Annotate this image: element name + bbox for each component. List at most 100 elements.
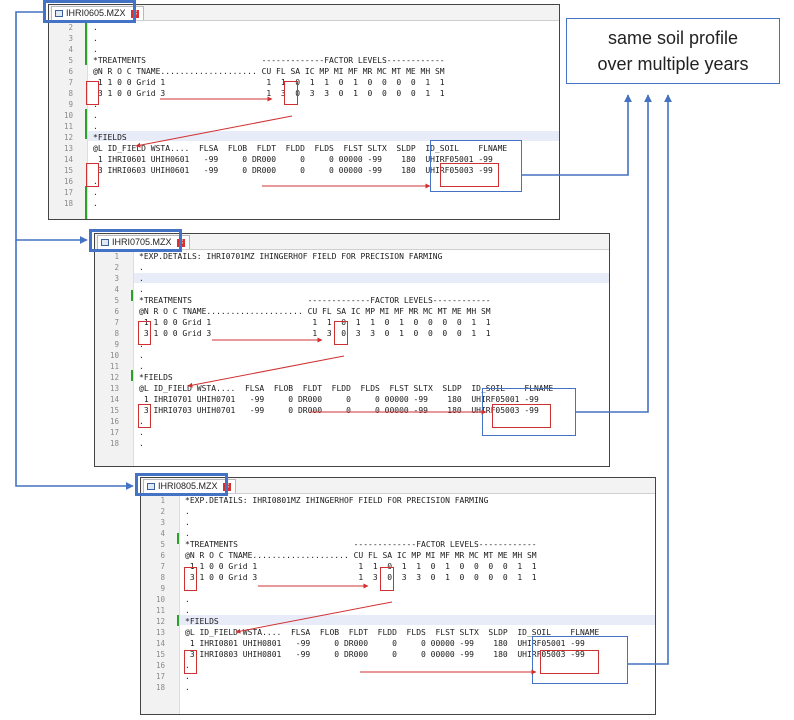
code-line: *TREATMENTS -------------FACTOR LEVELS--…	[93, 56, 445, 65]
line-number: 4	[160, 529, 165, 538]
line-number: 15	[63, 166, 73, 175]
line-number: 5	[114, 296, 119, 305]
line-number: 4	[68, 45, 73, 54]
code-line: 1 IHRI0601 UHIH0601 -99 0 DR000 0 0 0000…	[93, 155, 493, 164]
fl-level-box	[284, 81, 298, 105]
line-number: 17	[109, 428, 119, 437]
tab-highlight-box	[43, 0, 136, 23]
line-number: 3	[160, 518, 165, 527]
tab-bar: IHRI0805.MZX ✕	[141, 478, 655, 494]
code-line: .	[185, 518, 190, 527]
line-number: 10	[155, 595, 165, 604]
code-line: *EXP.DETAILS: IHRI0801MZ IHINGERHOF FIEL…	[185, 496, 489, 505]
code-line: .	[185, 529, 190, 538]
code-line: .	[185, 683, 190, 692]
fl-level-box	[334, 321, 348, 345]
change-marker	[85, 186, 87, 219]
line-number: 14	[109, 395, 119, 404]
id-soil-box	[492, 404, 551, 428]
line-number: 15	[109, 406, 119, 415]
code-line: *TREATMENTS -------------FACTOR LEVELS--…	[185, 540, 537, 549]
code-line: 1 1 0 0 Grid 1 1 1 0 1 1 0 1 0 0 0 0 1 1	[139, 318, 491, 327]
code-line: .	[139, 417, 144, 426]
line-number: 12	[109, 373, 119, 382]
line-number: 9	[160, 584, 165, 593]
line-number: 10	[63, 111, 73, 120]
code-line: @N R O C TNAME.................... CU FL…	[139, 307, 491, 316]
line-number: 6	[68, 67, 73, 76]
code-line: 3 IHRI0803 UHIH0801 -99 0 DR000 0 0 0000…	[185, 650, 585, 659]
code-line: 1 IHRI0701 UHIH0701 -99 0 DR000 0 0 0000…	[139, 395, 539, 404]
code-line: 3 1 0 0 Grid 3 1 3 0 3 3 0 1 0 0 0 0 1 1	[93, 89, 445, 98]
line-number: 16	[63, 177, 73, 186]
current-line-highlight	[180, 615, 655, 625]
code-line: .	[185, 606, 190, 615]
line-number: 17	[155, 672, 165, 681]
line-number: 4	[114, 285, 119, 294]
line-number: 11	[63, 122, 73, 131]
code-line: 3 1 0 0 Grid 3 1 3 0 3 3 0 1 0 0 0 0 1 1	[139, 329, 491, 338]
line-number: 8	[68, 89, 73, 98]
line-number: 6	[160, 551, 165, 560]
field-number-box	[184, 650, 197, 674]
code-line: *FIELDS	[139, 373, 173, 382]
code-line: 3 IHRI0603 UHIH0601 -99 0 DR000 0 0 0000…	[93, 166, 493, 175]
tab-highlight-box	[135, 473, 228, 496]
line-number: 7	[160, 562, 165, 571]
code-line: .	[185, 672, 190, 681]
line-number: 13	[109, 384, 119, 393]
line-number: 7	[68, 78, 73, 87]
line-number: 18	[63, 199, 73, 208]
code-line: .	[185, 595, 190, 604]
id-soil-box	[440, 163, 499, 187]
tab-label: IHRI0705.MZX	[112, 237, 172, 247]
code-line: *FIELDS	[185, 617, 219, 626]
code-line: .	[185, 584, 190, 593]
treatment-number-box	[138, 321, 151, 345]
field-number-box	[86, 163, 99, 187]
change-marker	[177, 615, 179, 626]
treatment-number-box	[86, 81, 99, 105]
line-number: 12	[63, 133, 73, 142]
line-gutter	[141, 494, 180, 714]
code-line: @N R O C TNAME.................... CU FL…	[185, 551, 537, 560]
change-marker	[85, 109, 87, 139]
code-line: .	[139, 362, 144, 371]
line-number: 6	[114, 307, 119, 316]
line-number: 11	[109, 362, 119, 371]
file-icon	[147, 483, 155, 490]
change-marker	[131, 370, 133, 381]
code-line: @L ID_FIELD WSTA.... FLSA FLOB FLDT FLDD…	[93, 144, 508, 153]
change-marker	[177, 533, 179, 544]
code-line: *FIELDS	[93, 133, 127, 142]
line-number: 18	[155, 683, 165, 692]
line-number: 16	[109, 417, 119, 426]
tab-label: IHRI0605.MZX	[66, 8, 126, 18]
code-line: .	[139, 274, 144, 283]
line-number: 8	[160, 573, 165, 582]
line-number: 7	[114, 318, 119, 327]
code-line: 1 1 0 0 Grid 1 1 1 0 1 1 0 1 0 0 0 0 1 1	[185, 562, 537, 571]
change-marker	[131, 290, 133, 301]
line-number: 5	[68, 56, 73, 65]
tab-highlight-box	[89, 229, 182, 252]
line-number: 16	[155, 661, 165, 670]
line-number: 2	[68, 23, 73, 32]
current-line-highlight	[88, 131, 559, 141]
line-number: 13	[155, 628, 165, 637]
code-line: .	[139, 263, 144, 272]
line-number: 2	[114, 263, 119, 272]
code-line: @L ID_FIELD WSTA.... FLSA FLOB FLDT FLDD…	[185, 628, 600, 637]
code-line: @N R O C TNAME.................... CU FL…	[93, 67, 445, 76]
current-line-highlight	[134, 273, 609, 283]
line-number: 2	[160, 507, 165, 516]
line-number: 11	[155, 606, 165, 615]
id-soil-column-box	[482, 388, 576, 436]
line-number: 15	[155, 650, 165, 659]
code-line: 3 IHRI0703 UHIH0701 -99 0 DR000 0 0 0000…	[139, 406, 539, 415]
code-line: *EXP.DETAILS: IHRI0701MZ IHINGERHOF FIEL…	[139, 252, 443, 261]
line-number: 1	[160, 496, 165, 505]
code-line: .	[139, 439, 144, 448]
code-line: .	[93, 23, 98, 32]
fl-level-box	[380, 567, 394, 591]
